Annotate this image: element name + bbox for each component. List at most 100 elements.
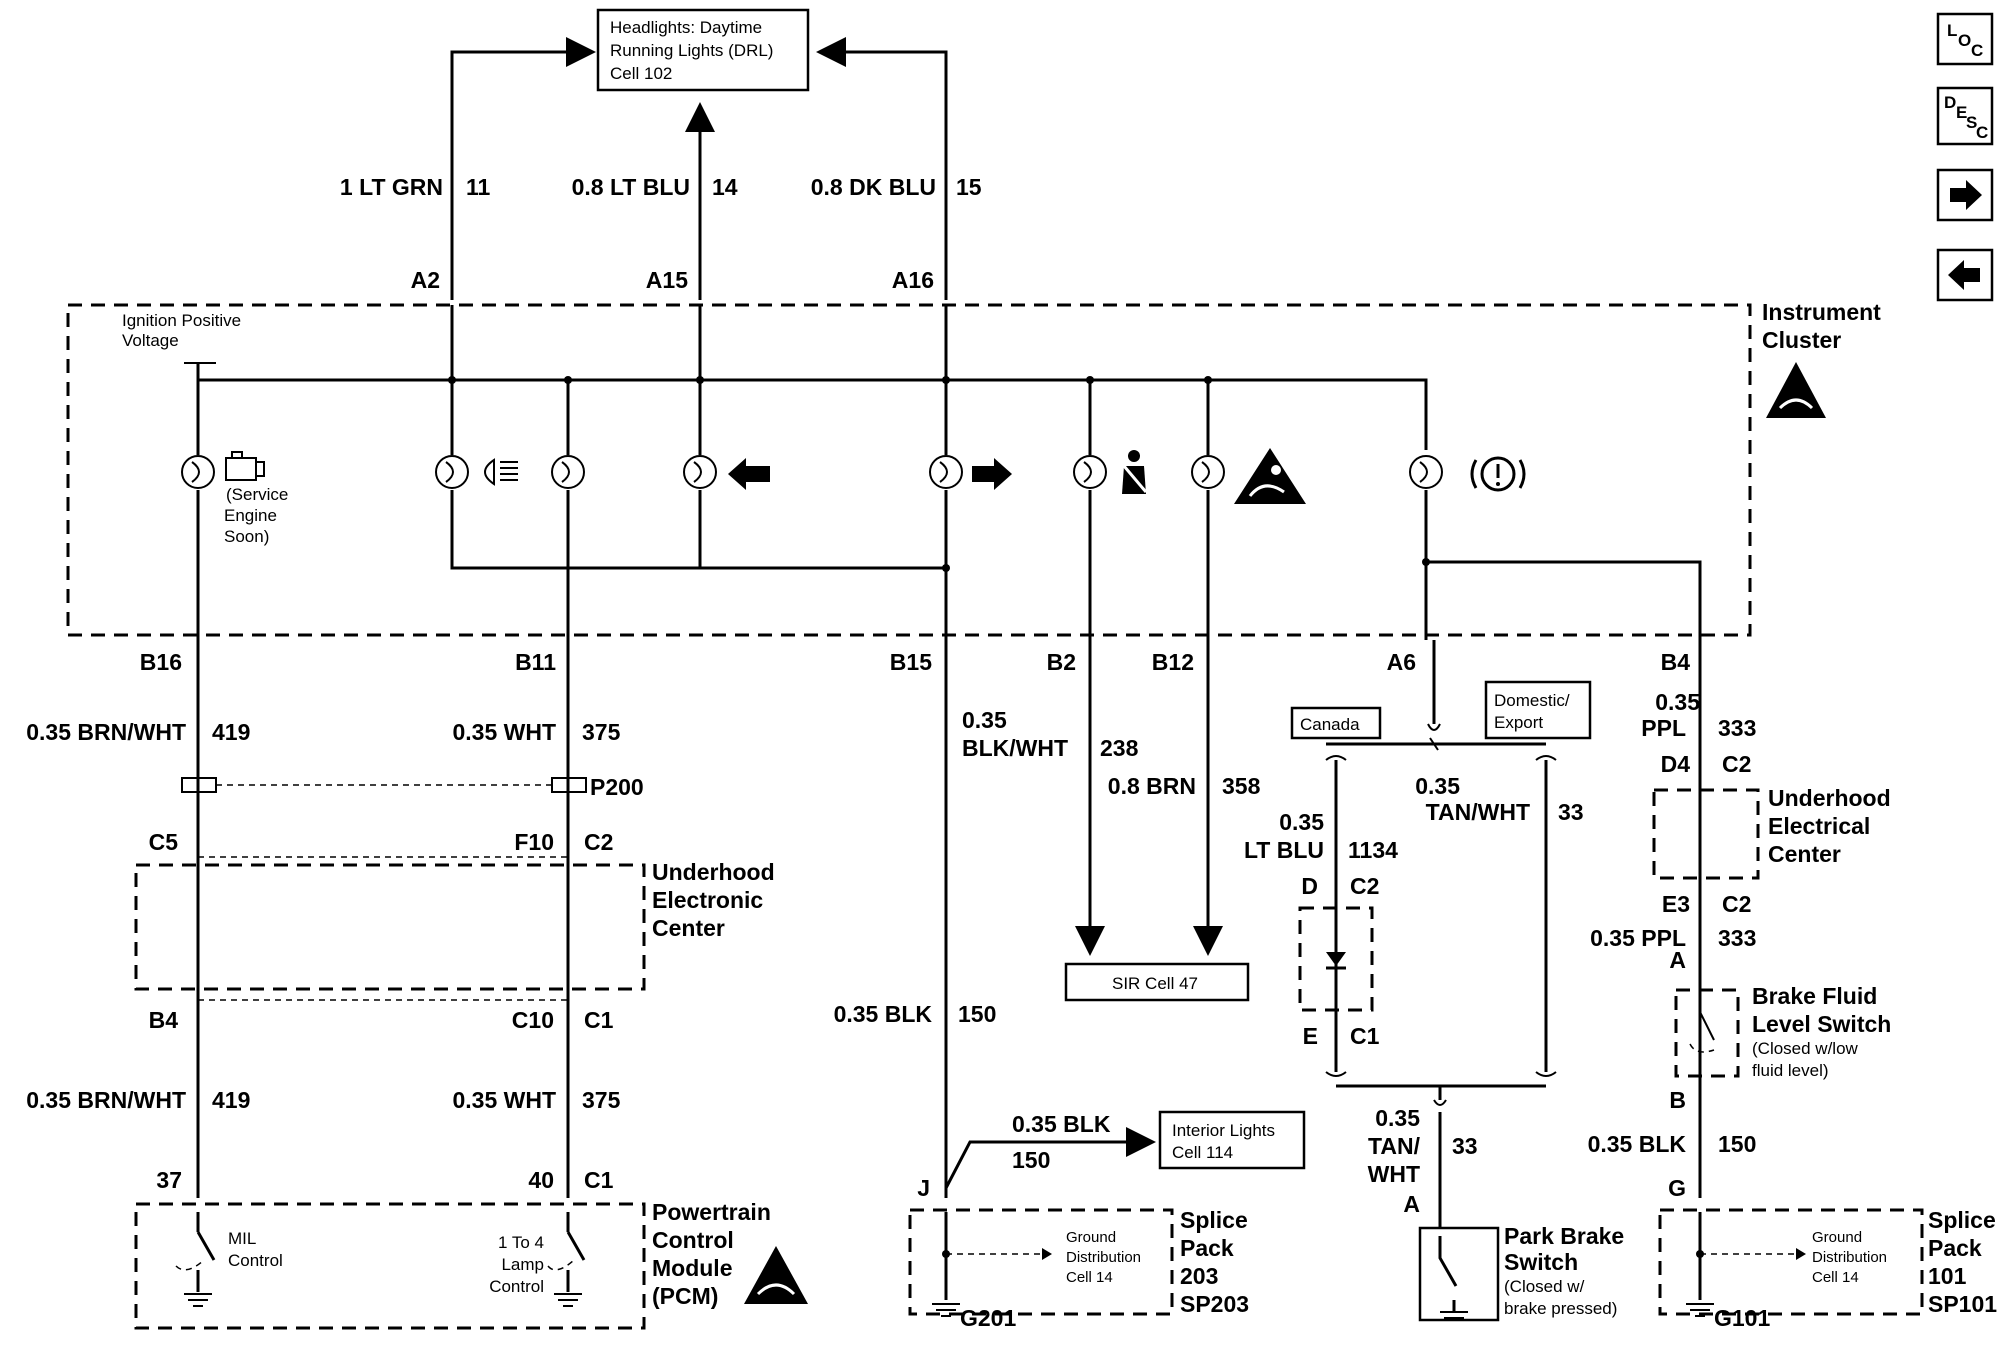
j-label: J <box>917 1175 930 1201</box>
b15-circuit: 150 <box>958 1001 996 1027</box>
e3-c2-label: C2 <box>1722 891 1751 917</box>
c1-label-pcm: C1 <box>584 1167 614 1193</box>
domestic-label-1: Domestic/ <box>1494 691 1570 710</box>
right-arrow-indicator-icon <box>972 458 1012 490</box>
e3-label: E3 <box>1662 891 1690 917</box>
sp101-gd-1: Ground <box>1812 1229 1862 1246</box>
pin-40: 40 <box>528 1167 554 1193</box>
lt-blu-circuit: 1134 <box>1348 837 1398 863</box>
engine-icon <box>225 451 265 481</box>
sp101-label-4: SP101 <box>1928 1291 1997 1317</box>
uec-label-1: Underhood <box>652 859 775 885</box>
wire-a15-color: 0.8 LT BLU <box>572 174 690 200</box>
p200-label: P200 <box>590 774 644 800</box>
c2-label-uec: C2 <box>584 829 613 855</box>
pin-b2: B2 <box>1047 649 1076 675</box>
wire-a2-color: 1 LT GRN <box>340 174 443 200</box>
domestic-export-box <box>1484 680 1592 740</box>
underhood-electrical-center-outline <box>1652 788 1760 880</box>
ppl-wire-2: 0.35 PPL <box>1590 925 1686 951</box>
wire-a15-circuit: 14 <box>712 174 738 200</box>
diode-e-label: E <box>1303 1023 1318 1049</box>
canada-label: Canada <box>1300 715 1360 734</box>
ground-icon <box>184 1293 212 1307</box>
bulb-headlamp <box>435 455 469 489</box>
bf-b-label: B <box>1669 1087 1686 1113</box>
bf-switch-label-1: Brake Fluid <box>1752 983 1877 1009</box>
sir-box <box>1064 962 1250 1002</box>
bf-g-label: G <box>1668 1175 1686 1201</box>
prev-arrow-button[interactable] <box>1936 248 1994 302</box>
park-switch-label-1: Park Brake <box>1504 1223 1624 1249</box>
b12-wire: 0.8 BRN <box>1108 773 1196 799</box>
loc-button[interactable]: L O C <box>1936 12 1994 66</box>
ppl-circuit-1: 333 <box>1718 715 1756 741</box>
ground-icon <box>1686 1303 1714 1317</box>
pin-a16: A16 <box>892 267 934 293</box>
tan-wht-wire-2: TAN/WHT <box>1426 799 1530 825</box>
sp203-label-3: 203 <box>1180 1263 1218 1289</box>
brake-fluid-switch-outline <box>1674 988 1740 1078</box>
drl-box: Headlights: Daytime Running Lights (DRL)… <box>596 8 810 92</box>
left-arrow-icon <box>1948 260 1980 290</box>
sp203-gd-2: Distribution <box>1066 1249 1141 1266</box>
bulb-airbag <box>1191 455 1225 489</box>
lamp-label-3: Control <box>489 1277 544 1296</box>
svg-text:E: E <box>1956 103 1967 122</box>
pin-a15: A15 <box>646 267 688 293</box>
pin-37: 37 <box>156 1167 182 1193</box>
ppl-wire-1a: 0.35 <box>1655 689 1700 715</box>
sp101-outline <box>1658 1208 1924 1316</box>
cluster-title-2: Cluster <box>1762 327 1841 353</box>
interior-label-2: Cell 114 <box>1172 1143 1233 1162</box>
instrument-cluster-outline <box>66 303 1752 637</box>
pcm-outline <box>134 1202 646 1330</box>
desc-button[interactable]: D E S C <box>1936 86 1994 146</box>
b15-wire: 0.35 BLK <box>834 1001 933 1027</box>
park-switch-label-2: Switch <box>1504 1249 1578 1275</box>
pcm-label-4: (PCM) <box>652 1283 718 1309</box>
col-b-wire1: 0.35 WHT <box>452 719 556 745</box>
mil-label-1: MIL <box>228 1229 256 1248</box>
ses-label-1: (Service <box>226 485 288 504</box>
b2-circuit: 238 <box>1100 735 1139 761</box>
diode-c2-label: C2 <box>1350 873 1379 899</box>
b4-label-uec: B4 <box>149 1007 179 1033</box>
ses-label-3: Soon) <box>224 527 269 546</box>
park-a-label: A <box>1403 1191 1420 1217</box>
pin-b4: B4 <box>1661 649 1691 675</box>
diode-c1-label: C1 <box>1350 1023 1380 1049</box>
wire-a16-color: 0.8 DK BLU <box>811 174 936 200</box>
left-arrow-indicator-icon <box>728 458 770 490</box>
blk-wire-bf: 0.35 BLK <box>1588 1131 1687 1157</box>
park-wire-2: TAN/ <box>1368 1133 1421 1159</box>
bf-a-label: A <box>1669 947 1686 973</box>
blk-circuit-bf: 150 <box>1718 1131 1756 1157</box>
headlamp-icon <box>484 458 518 486</box>
lt-blu-wire-2: LT BLU <box>1244 837 1324 863</box>
sp101-label-3: 101 <box>1928 1263 1967 1289</box>
ppl-wire-1b: PPL <box>1641 715 1686 741</box>
park-wire-3: WHT <box>1368 1161 1420 1187</box>
bulb-brake <box>1409 455 1443 489</box>
svg-text:S: S <box>1966 113 1977 132</box>
sp101-label-2: Pack <box>1928 1235 1982 1261</box>
pin-a2: A2 <box>411 267 440 293</box>
bulb-right-turn <box>929 455 963 489</box>
sp101-gd-3: Cell 14 <box>1812 1269 1859 1286</box>
seatbelt-icon <box>1122 450 1148 494</box>
bf-switch-label-4: fluid level) <box>1752 1061 1829 1080</box>
uec-label-2: Electronic <box>652 887 763 913</box>
lt-blu-wire-1: 0.35 <box>1279 809 1324 835</box>
f10-label: F10 <box>514 829 554 855</box>
next-arrow-button[interactable] <box>1936 168 1994 222</box>
pin-b12: B12 <box>1152 649 1194 675</box>
bf-switch-label-2: Level Switch <box>1752 1011 1891 1037</box>
col-a-circ1: 419 <box>212 719 250 745</box>
diode-d-label: D <box>1301 873 1318 899</box>
sp203-label-2: Pack <box>1180 1235 1234 1261</box>
uhc-label-1: Underhood <box>1768 785 1891 811</box>
pin-b11: B11 <box>515 649 556 675</box>
diode-icon <box>1326 952 1346 966</box>
